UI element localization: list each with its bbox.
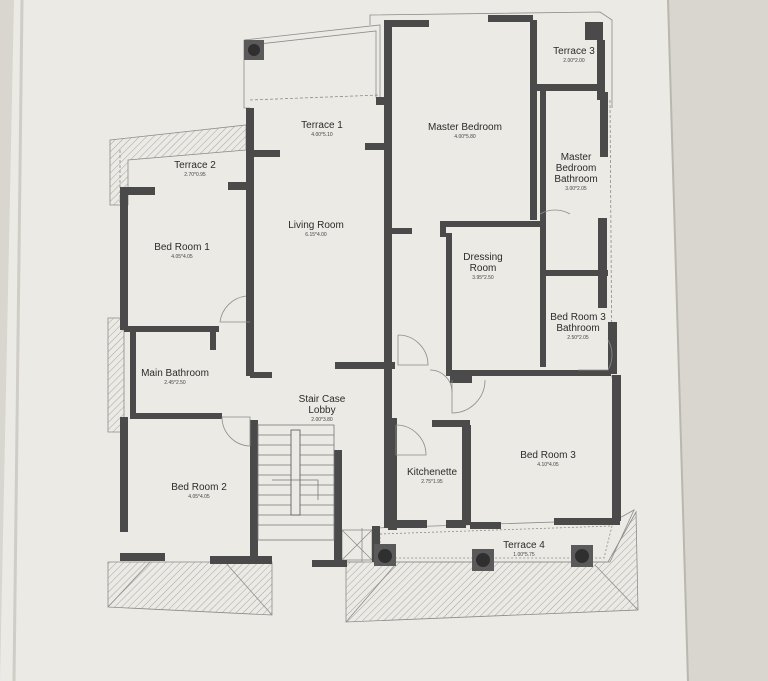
room-dimensions: 2.50*2.05 [567,335,589,341]
room-name: Stair Case [299,394,346,405]
room-dimensions: 2.75*1.95 [421,479,443,485]
room-name: Bed Room 3 [520,450,576,461]
room-name: Terrace 1 [301,120,343,131]
room-label-terrace2: Terrace 22.70*0.95 [174,160,216,178]
page-binding [12,0,24,681]
room-name: Bathroom [554,174,597,185]
room-label-bedroom3: Bed Room 34.10*4.05 [520,450,576,468]
room-name: Bed Room 3 [550,312,606,323]
room-name: Bed Room 2 [171,482,227,493]
room-dimensions: 4.00*5.80 [454,134,476,140]
room-label-terrace3: Terrace 32.00*2.00 [553,46,595,64]
room-label-terrace4: Terrace 41.00*5.75 [503,540,545,558]
walls [120,15,621,567]
room-label-bedroom1: Bed Room 14.05*4.05 [154,242,210,260]
room-name: Terrace 4 [503,540,545,551]
paper-page [0,0,688,681]
columns [244,40,593,571]
room-name: Bathroom [556,323,599,334]
room-name: Kitchenette [407,467,457,478]
page-edge [667,0,689,681]
room-name: Terrace 3 [553,46,595,57]
bedroom1-side-hatch [107,317,125,433]
room-name: Bed Room 1 [154,242,210,253]
room-dimensions: 2.00*3.80 [311,417,333,423]
room-dimensions: 2.70*0.95 [184,172,206,178]
room-dimensions: 4.10*4.05 [537,462,559,468]
room-dimensions: 3.95*2.50 [472,275,494,281]
room-dimensions: 4.00*5.10 [311,132,333,138]
room-name: Dressing [463,252,502,263]
room-dimensions: 1.00*5.75 [513,552,535,558]
room-dimensions: 2.45*2.50 [164,380,186,386]
room-name: Bedroom [556,163,597,174]
room-label-bedroom2: Bed Room 24.05*4.05 [171,482,227,500]
room-name: Master [561,152,592,163]
room-dimensions: 6.15*4.00 [305,232,327,238]
room-dimensions: 4.05*4.05 [171,254,193,260]
room-dimensions: 3.00*2.05 [565,186,587,192]
room-name: Terrace 2 [174,160,216,171]
room-name: Master Bedroom [428,122,502,133]
doors [219,209,613,456]
room-name: Living Room [288,220,344,231]
room-label-terrace1: Terrace 14.00*5.10 [301,120,343,138]
room-dimensions: 4.05*4.05 [188,494,210,500]
room-dimensions: 2.00*2.00 [563,58,585,64]
room-name: Main Bathroom [141,368,209,379]
bedroom2-terrace-hatch [107,561,273,616]
room-name: Room [470,263,497,274]
staircase [257,424,335,541]
room-name: Lobby [308,405,335,416]
